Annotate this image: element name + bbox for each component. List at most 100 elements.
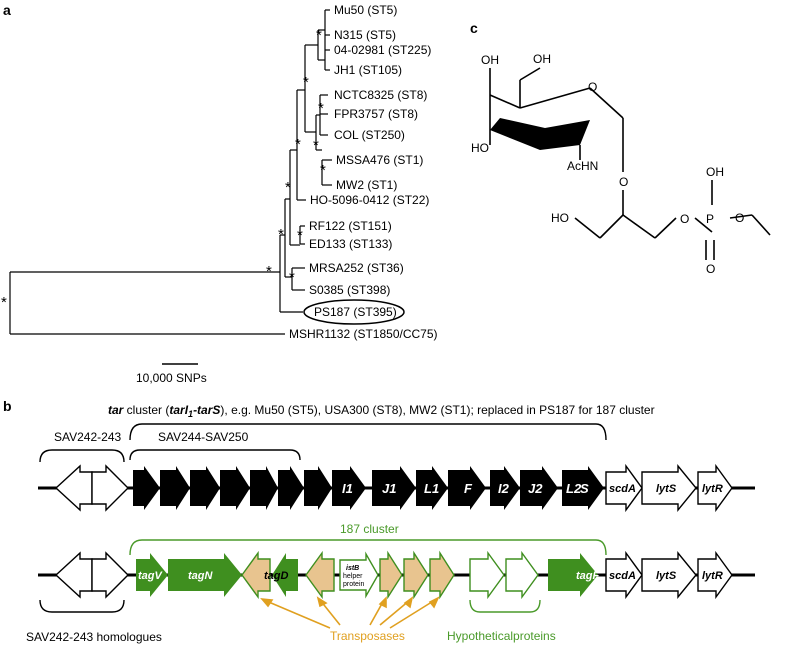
tan-gene-arrow bbox=[305, 550, 335, 600]
white-gene-arrow bbox=[605, 550, 643, 600]
black-gene-arrow bbox=[332, 466, 366, 510]
black-gene-arrow bbox=[520, 466, 558, 510]
bottom-gene-labels-dark: scdA lytS lytR bbox=[609, 570, 723, 582]
sav244-label: SAV244-SAV250 bbox=[158, 430, 249, 444]
leaf-label: N315 (ST5) bbox=[334, 28, 396, 42]
black-gene-arrow bbox=[416, 466, 448, 510]
scale-label: 10,000 SNPs bbox=[136, 371, 207, 385]
white-gene-arrow bbox=[697, 550, 733, 600]
leaf-label: NCTC8325 (ST8) bbox=[334, 88, 427, 102]
svg-text:istB: istB bbox=[346, 565, 359, 572]
leaf-label: MSHR1132 (ST1850/CC75) bbox=[289, 327, 438, 341]
white-gene-arrow bbox=[641, 464, 697, 512]
green-gene-arrow bbox=[548, 553, 598, 597]
black-gene-arrow bbox=[133, 466, 160, 510]
top-gene-labels: I1 J1 L1 F I2 J2 L2 S bbox=[342, 481, 589, 496]
top-gene-labels-dark: scdA lytS lytR bbox=[609, 483, 723, 495]
svg-text:tagF: tagF bbox=[576, 570, 600, 582]
white-gene-arrow bbox=[91, 551, 129, 599]
highlight-ellipse bbox=[303, 299, 405, 325]
hypothetical-bracket bbox=[469, 599, 541, 613]
tan-gene-arrow bbox=[403, 550, 429, 600]
svg-text:tagV: tagV bbox=[138, 570, 164, 582]
leaf-label: Mu50 (ST5) bbox=[334, 3, 397, 17]
support-marker: * bbox=[316, 27, 322, 44]
black-gene-arrow bbox=[160, 466, 190, 510]
support-marker: * bbox=[278, 226, 284, 243]
leaf-label: MRSA252 (ST36) bbox=[309, 261, 404, 275]
tree-branches bbox=[9, 9, 332, 335]
transposase-arrows bbox=[260, 596, 440, 629]
leaf-label: MSSA476 (ST1) bbox=[336, 153, 423, 167]
hypothetical-label: Hypotheticalproteins bbox=[447, 629, 556, 643]
molecule-bonds bbox=[489, 67, 771, 260]
svg-text:HO: HO bbox=[551, 211, 569, 225]
support-marker: * bbox=[313, 137, 319, 154]
tagd-label: tagD bbox=[264, 570, 289, 582]
svg-text:P: P bbox=[706, 212, 714, 226]
support-marker: * bbox=[295, 136, 301, 153]
tan-gene-arrow bbox=[379, 550, 403, 600]
leaf-label: RF122 (ST151) bbox=[309, 219, 392, 233]
svg-text:O: O bbox=[588, 80, 597, 94]
svg-text:lytR: lytR bbox=[702, 483, 723, 495]
tar-cluster-title: tar cluster (tarI1-tarS), e.g. Mu50 (ST5… bbox=[108, 403, 655, 419]
white-gene-arrow bbox=[91, 464, 129, 512]
black-gene-arrow bbox=[490, 466, 520, 510]
svg-text:I2: I2 bbox=[498, 481, 510, 496]
sav242-label: SAV242-243 bbox=[54, 430, 121, 444]
green-gene-arrow bbox=[168, 553, 242, 597]
molecule-labels: OH OH HO O AcHN O HO O P OH O O bbox=[471, 52, 744, 276]
white-gene-arrow bbox=[54, 464, 93, 512]
svg-text:helper: helper bbox=[343, 573, 363, 580]
black-gene-arrow bbox=[220, 466, 250, 510]
support-marker: * bbox=[320, 162, 326, 179]
black-gene-arrow bbox=[278, 466, 304, 510]
svg-text:OH: OH bbox=[481, 53, 499, 67]
hypothetical-gene-arrow bbox=[469, 550, 505, 600]
black-gene-arrow bbox=[250, 466, 278, 510]
svg-text:protein: protein bbox=[343, 581, 365, 588]
leaf-label: HO-5096-0412 (ST22) bbox=[310, 193, 429, 207]
leaf-label: S0385 (ST398) bbox=[309, 283, 390, 297]
svg-text:L2: L2 bbox=[566, 481, 582, 496]
support-marker: * bbox=[318, 100, 324, 117]
green-gene-arrow bbox=[272, 553, 298, 597]
support-marker: * bbox=[289, 269, 295, 286]
svg-text:J2: J2 bbox=[528, 481, 543, 496]
hypothetical-gene-arrow bbox=[505, 550, 539, 600]
svg-text:lytS: lytS bbox=[656, 570, 677, 582]
cluster187-label: 187 cluster bbox=[340, 522, 399, 536]
svg-text:S: S bbox=[580, 481, 589, 496]
panel-c-label: c bbox=[470, 20, 478, 36]
black-gene-arrow bbox=[304, 466, 332, 510]
leaf-label: 04-02981 (ST225) bbox=[334, 43, 431, 57]
white-gene-arrow bbox=[54, 551, 93, 599]
svg-text:O: O bbox=[735, 211, 744, 225]
white-gene-arrow bbox=[697, 463, 733, 513]
top-brackets bbox=[39, 423, 607, 463]
svg-text:scdA: scdA bbox=[609, 483, 636, 495]
top-gene-row bbox=[54, 463, 733, 513]
svg-text:L1: L1 bbox=[424, 481, 439, 496]
leaf-label: JH1 (ST105) bbox=[334, 63, 402, 77]
svg-text:lytS: lytS bbox=[656, 483, 677, 495]
svg-text:O: O bbox=[619, 175, 628, 189]
white-gene-arrow bbox=[641, 551, 697, 599]
green-gene-arrow bbox=[136, 553, 168, 597]
svg-text:F: F bbox=[464, 481, 473, 496]
support-marker: * bbox=[266, 263, 272, 280]
homologues-label: SAV242-243 homologues bbox=[26, 630, 162, 644]
black-gene-arrow bbox=[562, 466, 604, 510]
svg-text:J1: J1 bbox=[382, 481, 396, 496]
molecule-structure: OH OH HO O AcHN O HO O P OH O O bbox=[471, 52, 771, 276]
svg-text:AcHN: AcHN bbox=[567, 159, 598, 173]
tan-gene-arrow bbox=[429, 550, 455, 600]
svg-text:OH: OH bbox=[706, 165, 724, 179]
transposases-label: Transposases bbox=[330, 629, 405, 643]
black-gene-arrow bbox=[372, 466, 416, 510]
panel-b-label: b bbox=[3, 398, 12, 414]
leaf-label-highlighted: PS187 (ST395) bbox=[314, 305, 397, 319]
leaf-label: COL (ST250) bbox=[334, 128, 405, 142]
svg-text:scdA: scdA bbox=[609, 570, 636, 582]
